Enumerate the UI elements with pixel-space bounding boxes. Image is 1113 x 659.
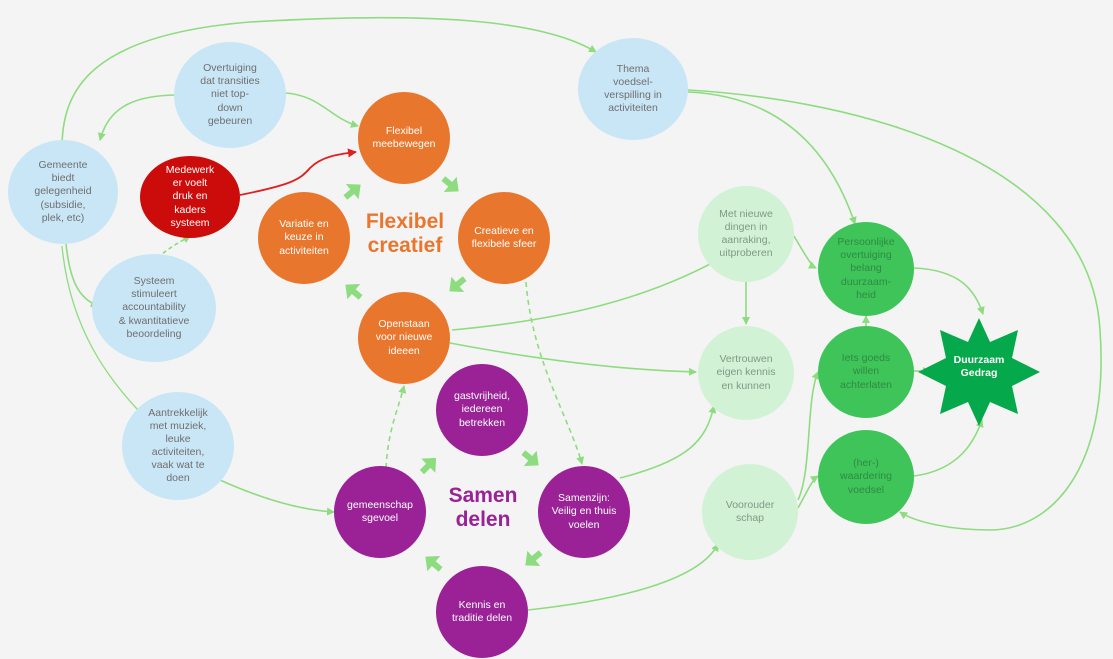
edge-overtuiging-flexibel [284,92,359,128]
node-persoonlijke: Persoonlijke overtuiging belang duurzaam… [818,222,914,316]
node-voorouderschap: Voorouder schap [702,464,798,560]
star-shape-icon [918,318,1040,426]
edge-nieuwe-persoonlijke [793,235,817,269]
node-thema: Thema voedsel- verspilling in activiteit… [578,38,688,140]
edge-voorouder-herwaardering [797,475,819,509]
edge-voorouder-iets [797,371,819,501]
node-iets-goeds: Iets goeds willen achterlaten [818,326,914,418]
node-gemeente: Gemeente biedt gelegenheid (subsidie, pl… [8,140,118,244]
edge-aantrekkelijk-gemeenschap [219,479,335,516]
node-nieuwe-dingen: Met nieuwe dingen in aanraking, uitprobe… [698,186,794,282]
edge-medewerker-flexibel [239,148,357,196]
edge-gemeente-aantrekkelijk [61,245,139,411]
node-gemeenschap: gemeenschap sgevoel [334,466,426,558]
node-gastvrijheid: gastvrijheid, iedereen betrekken [436,364,528,456]
edge-openstaan-vertrouwen [449,342,697,376]
node-medewerker: Medewerk er voelt druk en kaders systeem [140,156,240,238]
node-duurzaam-gedrag: Duurzaam Gedrag [953,354,1005,380]
edge-thema-persoonlijke [687,91,857,225]
edge-persoonlijke-duurzaam [913,267,985,315]
node-variatie: Variatie en keuze in activiteiten [258,192,350,284]
cycle-arrow-icon [419,457,437,475]
cycle-arrow-icon [441,176,459,193]
hub-label-samen: Samen delen [448,484,518,532]
node-creatieve-sfeer: Creatieve en flexibele sfeer [458,192,550,284]
node-flexibel-meebewegen: Flexibel meebewegen [358,92,450,184]
node-herwaardering: (her-) waardering voedsel [818,430,914,524]
edge-samenzijn-vertrouwen [619,405,717,479]
cycle-arrow-icon [525,550,543,567]
cycle-arrow-icon [449,276,467,293]
node-vertrouwen: Vertrouwen eigen kennis en kunnen [698,326,794,420]
edge-gemeente-thema [61,16,597,149]
node-kennis-traditie: Kennis en traditie delen [436,566,528,658]
cycle-arrow-icon [343,183,361,200]
edge-herwaardering-duurzaam [913,419,984,477]
node-openstaan: Openstaan voor nieuwe ideeen [358,292,450,384]
hub-label-flexibel: Flexibel creatief [365,210,445,258]
cycle-arrow-icon [425,555,443,572]
node-aantrekkelijk: Aantrekkelijk met muziek, leuke activite… [122,392,234,500]
edge-creatieve-samenzijn [525,281,585,465]
edge-gemeenschap-openstaan [385,385,407,469]
edge-overtuiging-gemeente [97,94,179,141]
edge-thema-herwaardering [687,89,1102,531]
node-samenzijn: Samenzijn: Veilig en thuis voelen [538,466,630,558]
cycle-arrow-icon [345,283,363,300]
edge-kennis-voorouder [527,543,719,611]
cycle-arrow-icon [521,450,539,467]
node-systeem: Systeem stimuleert accountability & kwan… [92,254,216,362]
node-overtuiging: Overtuiging dat transities niet top- dow… [174,42,286,148]
edge-openstaan-nieuwe [451,251,733,331]
